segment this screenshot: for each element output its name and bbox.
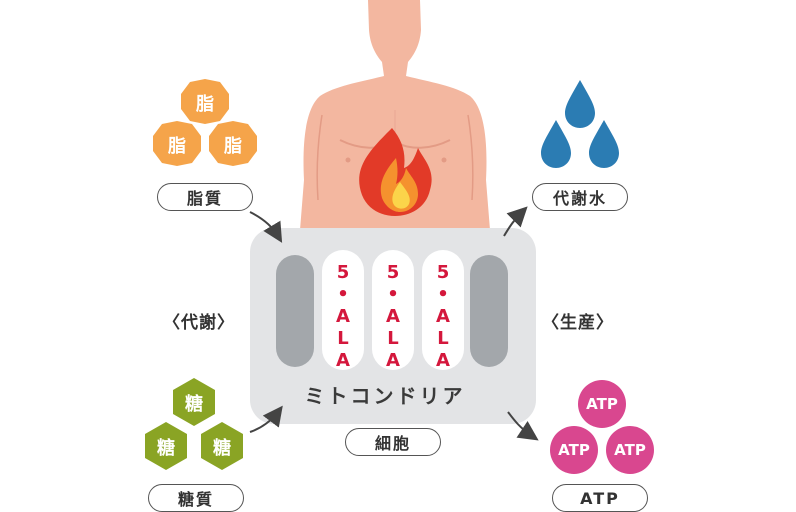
sugar-badge-left-text: 糖 (157, 438, 175, 459)
fat-badge-left-text: 脂 (168, 136, 186, 157)
arrow-atp-out (507, 411, 539, 441)
fat-badge-right (209, 121, 257, 166)
sugar-badge-right (201, 422, 243, 470)
water-label: 代謝水 (532, 183, 628, 211)
membrane-fold-left (276, 255, 314, 367)
sugar-badge-right-text: 糖 (213, 438, 231, 459)
sugar-badge-top-text: 糖 (185, 394, 203, 415)
water-drops-icon (541, 80, 619, 168)
atp-badge-left-text: ATP (558, 441, 590, 459)
ala-capsule-2 (372, 250, 414, 370)
fat-badge-top (181, 79, 229, 124)
fat-label: 脂質 (157, 183, 253, 211)
atp-label: ATP (552, 484, 648, 512)
atp-badge-top (578, 380, 626, 428)
diagram-graphics (145, 0, 654, 474)
atp-badge-left (550, 426, 598, 474)
human-torso (300, 0, 490, 230)
arrow-fat-in (249, 211, 283, 243)
fat-badge-right-text: 脂 (224, 136, 242, 157)
fat-badge-left (153, 121, 201, 166)
sugar-badge-group (145, 378, 243, 470)
sugar-badge-left (145, 422, 187, 470)
atp-badge-right-text: ATP (614, 441, 646, 459)
ala-capsule-1 (322, 250, 364, 370)
mitochondria-label: ミトコンドリア (304, 384, 466, 408)
membrane-fold-right (470, 255, 508, 367)
water-drop-top (565, 80, 595, 128)
fat-badge-top-text: 脂 (196, 94, 214, 115)
atp-badge-top-text: ATP (586, 395, 618, 413)
water-drop-left (541, 120, 571, 168)
sugar-label: 糖質 (148, 484, 244, 512)
flame-icon (359, 128, 432, 216)
flow-arrows (249, 206, 539, 441)
arrow-sugar-in (249, 405, 283, 433)
atp-badge-group (550, 380, 654, 474)
ala-capsule-3 (422, 250, 464, 370)
water-drop-right (589, 120, 619, 168)
sugar-badge-top (173, 378, 215, 426)
production-label: 〈生産〉 (542, 313, 614, 333)
arrow-water-out (503, 206, 528, 237)
mitochondria-container (250, 228, 536, 424)
metabolism-label: 〈代謝〉 (163, 313, 235, 333)
atp-badge-right (606, 426, 654, 474)
cell-label: 細胞 (345, 428, 441, 456)
fat-badge-group (153, 79, 257, 166)
